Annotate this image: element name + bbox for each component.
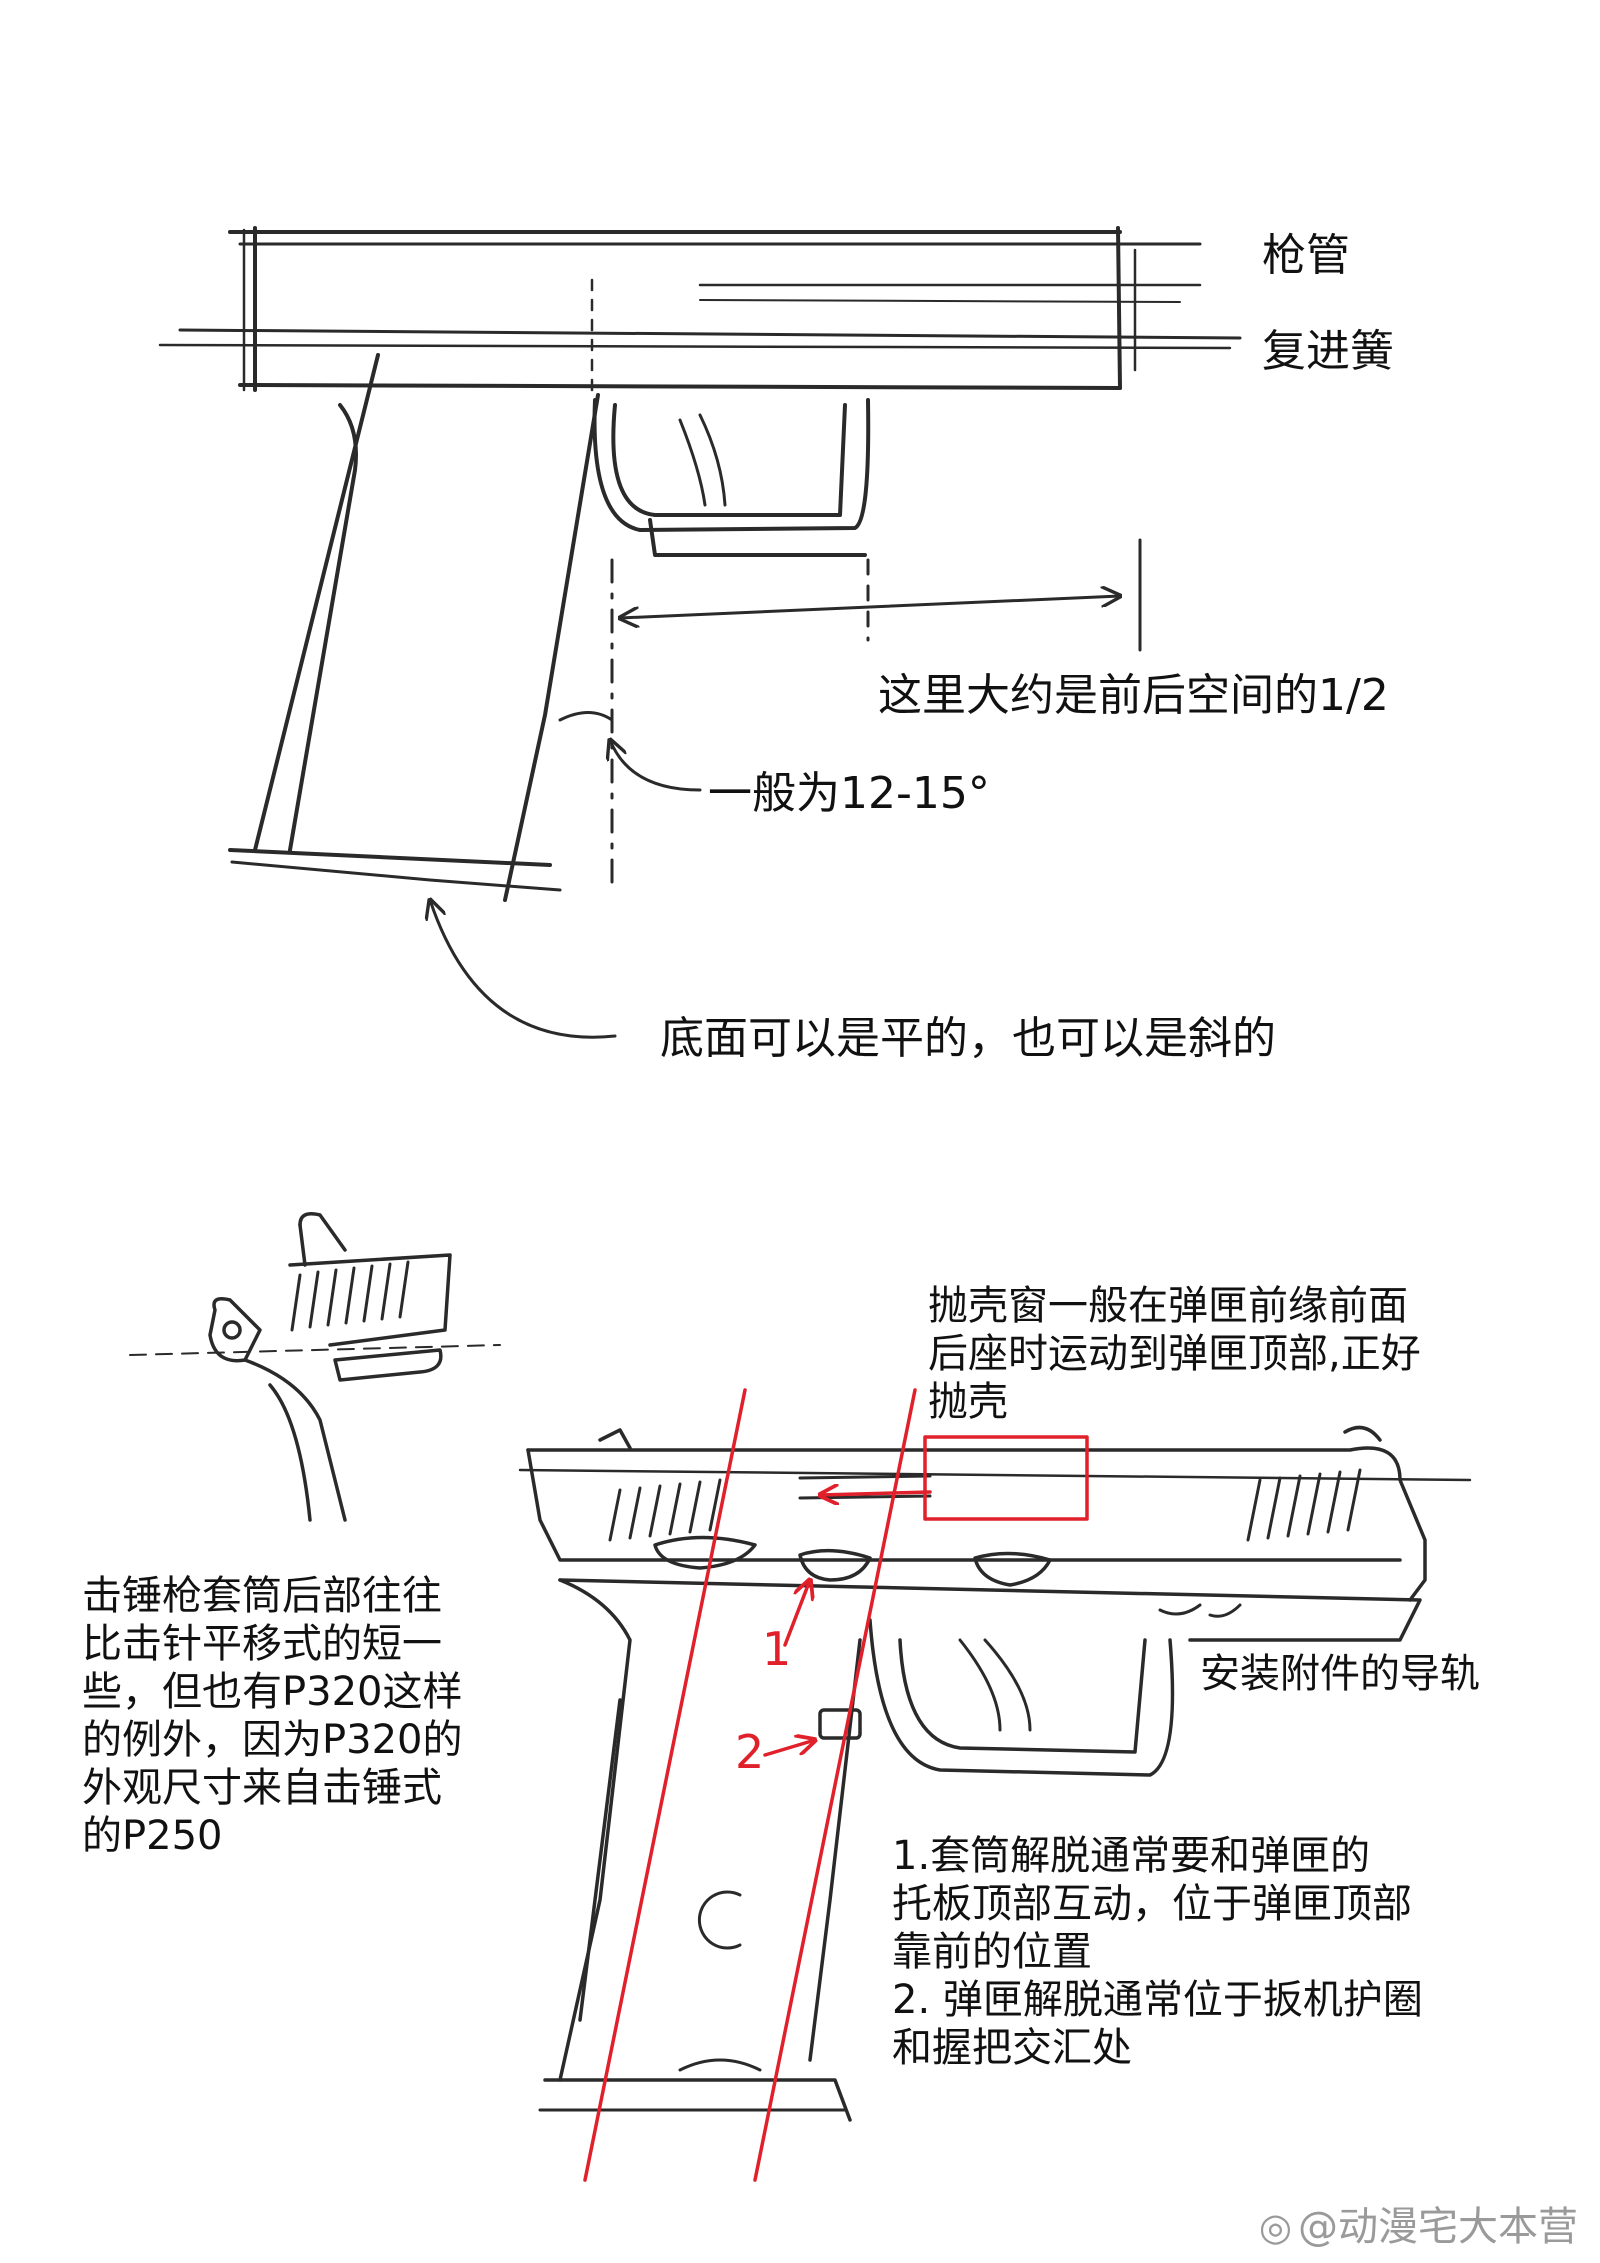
label-rail: 安装附件的导轨 (1200, 1651, 1480, 1697)
watermark: ◎@动漫宅大本营 (1259, 2205, 1578, 2249)
release-line: 2. 弹匣解脱通常位于扳机护圈 (892, 1977, 1423, 2023)
watermark-text: @动漫宅大本营 (1298, 2204, 1578, 2250)
label-recoil-spring: 复进簧 (1262, 326, 1394, 377)
label-hammer-note: 击锤枪套筒后部往往 比击针平移式的短一 些，但也有P320这样 的例外，因为P3… (82, 1572, 462, 1860)
label-half-space: 这里大约是前后空间的1/2 (878, 670, 1389, 721)
magazine-front-line (583, 1388, 747, 2182)
ejection-port-box (923, 1435, 1089, 1521)
release-line: 靠前的位置 (892, 1929, 1092, 1975)
hammer-line: 些，但也有P320这样 (82, 1669, 463, 1715)
release-line: 托板顶部互动，位于弹匣顶部 (892, 1881, 1412, 1927)
label-angle: 一般为12-15° (708, 768, 990, 819)
hammer-line: 的P250 (82, 1813, 223, 1859)
magazine-rear-line (753, 1388, 917, 2182)
ejection-line: 后座时运动到弹匣顶部,正好 (928, 1331, 1421, 1377)
hammer-detail-sketch (129, 1212, 501, 1522)
bottom-pistol-sketch (518, 1425, 1472, 2122)
hammer-line: 比击针平移式的短一 (82, 1621, 442, 1667)
marker-2: 2 (735, 1725, 765, 1779)
ejection-arrow (820, 1492, 932, 1495)
red-annotations (583, 1388, 1089, 2182)
top-pistol-sketch (158, 226, 1242, 1039)
label-ejection-port: 抛壳窗一般在弹匣前缘前面 后座时运动到弹匣顶部,正好 抛壳 (928, 1282, 1421, 1426)
weibo-icon: ◎ (1258, 2205, 1292, 2249)
label-barrel: 枪管 (1262, 230, 1350, 281)
hammer-line: 的例外，因为P320的 (82, 1717, 463, 1763)
ejection-line: 抛壳 (928, 1379, 1008, 1425)
release-line: 1.套筒解脱通常要和弹匣的 (892, 1833, 1371, 1879)
release-arrow-2 (763, 1740, 815, 1757)
label-release-notes: 1.套筒解脱通常要和弹匣的 托板顶部互动，位于弹匣顶部 靠前的位置 2. 弹匣解… (892, 1832, 1423, 2072)
ejection-line: 抛壳窗一般在弹匣前缘前面 (928, 1283, 1408, 1329)
hammer-line: 外观尺寸来自击锤式 (82, 1765, 442, 1811)
release-arrow-1 (783, 1580, 810, 1647)
release-line: 和握把交汇处 (892, 2025, 1132, 2071)
label-base: 底面可以是平的，也可以是斜的 (660, 1013, 1276, 1064)
marker-1: 1 (762, 1622, 792, 1676)
hammer-line: 击锤枪套筒后部往往 (82, 1573, 442, 1619)
